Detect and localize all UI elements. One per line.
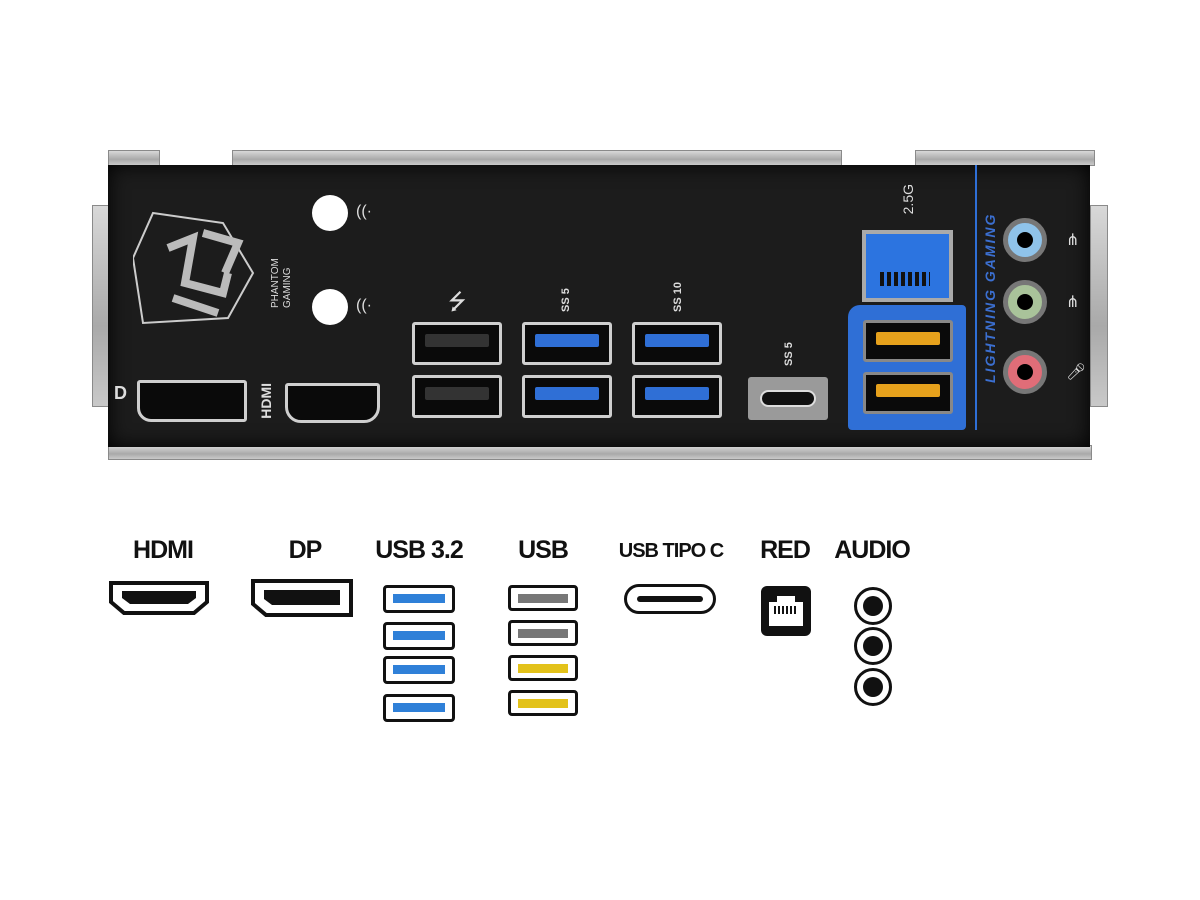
usb-typec-port xyxy=(748,377,828,420)
line-in-icon: ⋔ xyxy=(1066,232,1080,249)
lan-speed-label: 2.5G xyxy=(900,184,916,215)
legend-label-dp: DP xyxy=(288,536,323,564)
audio-line-out-jack xyxy=(1003,280,1047,324)
legend-label-usb32: USB 3.2 xyxy=(375,536,463,564)
usb3-10g-port xyxy=(632,375,722,418)
antenna-icon: ((· xyxy=(356,203,372,220)
lightning-gaming-text: LIGHTNING GAMING xyxy=(982,212,998,384)
displayport-icon: D xyxy=(114,383,127,403)
legend-typec-icon xyxy=(624,584,716,614)
typec-superspeed-label: SS 5 xyxy=(783,342,795,366)
bracket-top-strip xyxy=(232,150,842,166)
legend-lan-icon xyxy=(761,586,811,636)
rj45-lan-port xyxy=(862,230,953,302)
legend-audio-jack-icon xyxy=(854,668,892,706)
usb-yellow-port xyxy=(863,372,953,414)
line-out-icon: ⋔ xyxy=(1066,294,1080,311)
legend-label-hdmi: HDMI xyxy=(133,536,194,564)
legend-hdmi-icon xyxy=(109,581,209,615)
legend-audio-jack-icon xyxy=(854,587,892,625)
superspeed-10-label: SS 10 xyxy=(672,282,684,312)
usb2-port xyxy=(412,322,502,365)
legend-usb-yellow-icon xyxy=(508,690,578,716)
usb-yellow-port xyxy=(863,320,953,362)
bracket-side-right xyxy=(1090,205,1108,407)
superspeed-5-label: SS 5 xyxy=(560,288,572,312)
bracket-bottom-strip xyxy=(108,445,1092,460)
hdmi-text: HDMI xyxy=(258,383,274,419)
legend-usb3-icon xyxy=(383,622,455,650)
usb2-port xyxy=(412,375,502,418)
legend-label-usb-typec: USB TIPO C xyxy=(618,540,724,562)
bracket-tab-left-top xyxy=(108,150,160,166)
antenna-icon: ((· xyxy=(356,297,372,314)
antenna-hole-1 xyxy=(312,195,348,231)
legend-dp-icon xyxy=(251,579,353,617)
legend-usb3-icon xyxy=(383,585,455,613)
legend-audio-jack-icon xyxy=(854,627,892,665)
microphone-icon: 🎤︎ xyxy=(1066,364,1087,381)
displayport-port xyxy=(137,380,247,422)
bracket-tab-right-top xyxy=(915,150,1095,166)
antenna-hole-2 xyxy=(312,289,348,325)
audio-line-in-jack xyxy=(1003,218,1047,262)
legend-label-lan: RED xyxy=(760,536,811,564)
legend-usb2-icon xyxy=(508,585,578,611)
audio-mic-jack xyxy=(1003,350,1047,394)
blue-divider-line xyxy=(975,165,977,430)
legend-usb3-icon xyxy=(383,656,455,684)
legend-label-usb: USB xyxy=(518,536,569,564)
hdmi-port xyxy=(285,383,380,423)
legend-label-audio: AUDIO xyxy=(834,536,911,564)
usb3-5g-port xyxy=(522,322,612,365)
usb-icon: ⭍ xyxy=(448,289,467,314)
phantom-gaming-text: PHANTOM GAMING xyxy=(270,258,293,308)
legend-usb2-icon xyxy=(508,620,578,646)
phantom-gaming-logo xyxy=(133,211,255,325)
usb3-10g-port xyxy=(632,322,722,365)
usb3-5g-port xyxy=(522,375,612,418)
legend-usb-yellow-icon xyxy=(508,655,578,681)
legend-usb3-icon xyxy=(383,694,455,722)
